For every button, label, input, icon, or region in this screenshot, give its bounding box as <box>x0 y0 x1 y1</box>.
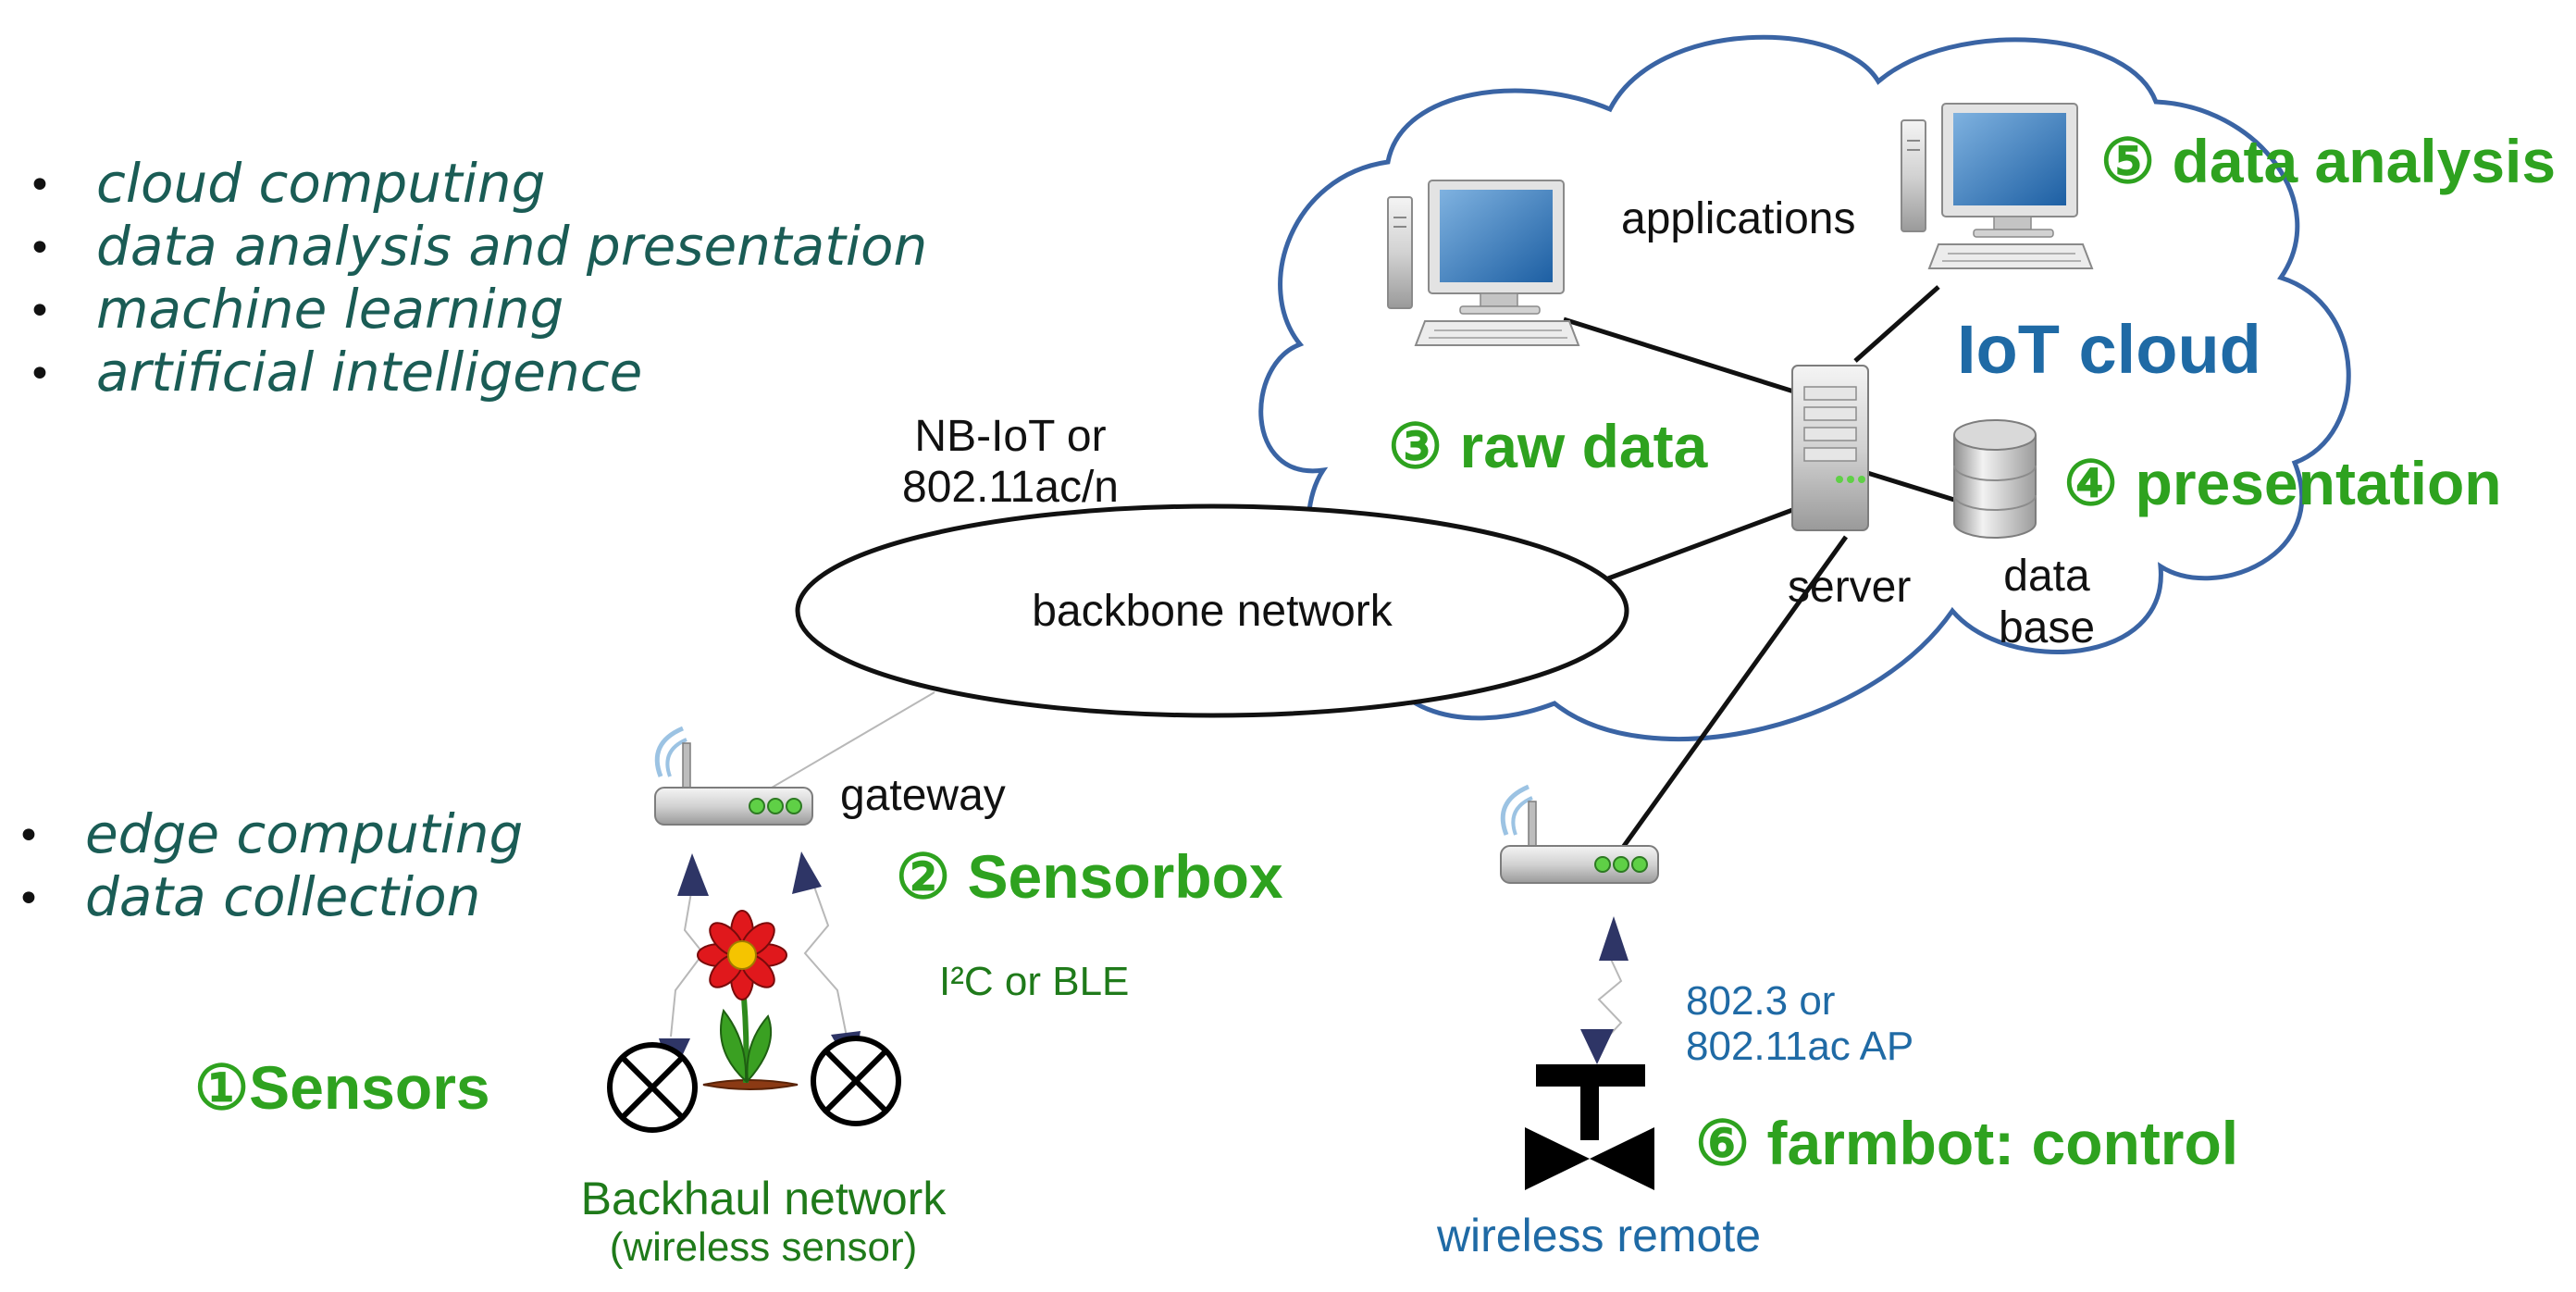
link-server-database <box>1864 469 1955 503</box>
bullet-data-collection: data collection <box>85 865 480 928</box>
nbiot-label-line2: 802.11ac/n <box>902 463 1119 512</box>
bullet-glyph: • <box>28 351 52 398</box>
backbone-network-ellipse <box>795 503 1629 718</box>
backhaul-label-line1: Backhaul network <box>581 1173 947 1224</box>
i2c-ble-label: I²C or BLE <box>939 959 1129 1004</box>
gateway-label: gateway <box>840 771 1006 820</box>
bullet-machine-learning: machine learning <box>96 278 564 341</box>
link-backbone-server <box>1607 506 1796 581</box>
bullet-glyph: • <box>28 288 52 335</box>
sensor-right-icon <box>811 1036 901 1126</box>
link-gateway-backbone <box>744 691 935 804</box>
bullet-edge-computing: edge computing <box>85 802 523 865</box>
bullet-data-analysis: data analysis and presentation <box>96 215 927 278</box>
plant-icon <box>697 910 799 1090</box>
ap-label-line1: 802.3 or <box>1686 978 1835 1024</box>
link-app-server <box>1563 317 1801 396</box>
network-links <box>1563 285 1955 867</box>
nbiot-label-line1: NB-IoT or <box>914 412 1106 461</box>
wireless-remote-label: wireless remote <box>1436 1210 1761 1261</box>
backbone-network-label: backbone network <box>1032 587 1393 636</box>
edge-bullet-list: • edge computing • data collection <box>17 802 523 928</box>
valve-icon <box>1525 1064 1654 1190</box>
server-icon <box>1791 365 1869 531</box>
step-sensorbox: ② Sensorbox <box>896 842 1283 911</box>
cloud-bullet-list: • cloud computing • data analysis and pr… <box>28 152 927 404</box>
sensor-left-icon <box>607 1042 698 1133</box>
bullet-cloud-computing: cloud computing <box>96 152 545 215</box>
database-label-line1: data <box>2003 552 2090 601</box>
step-farmbot-control: ⑥ farmbot: control <box>1695 1109 2238 1177</box>
database-label-line2: base <box>1999 603 2095 652</box>
remote-wireless-link <box>1597 952 1623 1037</box>
gateway-router-icon <box>655 728 812 825</box>
remote-link-arrow-down <box>1580 1029 1614 1064</box>
link-remote-server <box>1607 535 1849 867</box>
step-raw-data: ③ raw data <box>1388 412 1709 480</box>
iot-cloud-title: IoT cloud <box>1957 311 2261 388</box>
server-label: server <box>1788 563 1911 612</box>
step-sensors: ①Sensors <box>194 1053 490 1122</box>
bullet-glyph: • <box>17 876 41 923</box>
bullet-artificial-intelligence: artificial intelligence <box>96 341 642 404</box>
step-data-analysis: ⑤ data analysis <box>2100 127 2556 195</box>
bullet-glyph: • <box>28 225 52 272</box>
step-presentation: ④ presentation <box>2063 449 2502 517</box>
link-analysis-server <box>1853 285 1940 363</box>
backhaul-label-line2: (wireless sensor) <box>610 1224 918 1270</box>
ap-label-line2: 802.11ac AP <box>1686 1024 1913 1069</box>
database-icon <box>1953 419 2037 539</box>
remote-link-arrow-up <box>1599 916 1629 961</box>
applications-label: applications <box>1621 194 1856 243</box>
bullet-glyph: • <box>28 162 52 209</box>
bullet-glyph: • <box>17 813 41 860</box>
